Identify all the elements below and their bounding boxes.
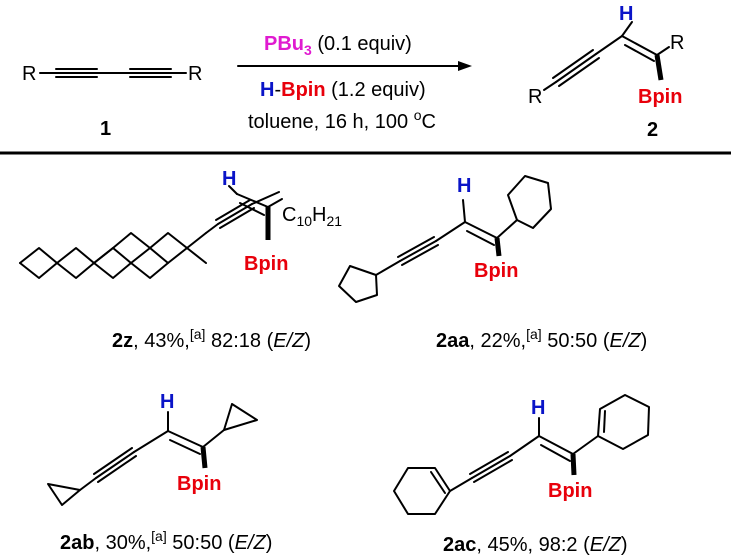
product-r-alkene: R [670, 32, 684, 54]
reactant-r-left: R [22, 63, 36, 85]
borane-label: H-Bpin (1.2 equiv) [260, 79, 426, 101]
product-bpin: Bpin [638, 86, 682, 108]
reaction-conditions: PBu3 (0.1 equiv) H-Bpin (1.2 equiv) tolu… [237, 33, 472, 133]
compound-2ac: H Bpin 2ac, 45%, 98:2 (E/Z) [393, 394, 650, 556]
2ab-caption: 2ab, 30%,[a] 50:50 (E/Z) [60, 528, 272, 554]
2z-caption: 2z, 43%,[a] 82:18 (E/Z) [112, 326, 311, 352]
conditions-label: toluene, 16 h, 100 oC [248, 107, 436, 133]
product-h-atom: H [619, 3, 633, 25]
product-number: 2 [647, 119, 658, 141]
2ab-h-atom: H [160, 391, 174, 413]
compound-2aa: H Bpin 2aa, 22%,[a] 50:50 (E/Z) [338, 175, 647, 352]
2z-bpin: Bpin [244, 253, 288, 275]
product-enyne: R H R Bpin 2 [528, 3, 684, 141]
reactant-diyne: R R 1 [22, 63, 202, 140]
2aa-h-atom: H [457, 175, 471, 197]
catalyst-label: PBu3 (0.1 equiv) [264, 33, 412, 58]
2ac-bpin: Bpin [548, 480, 592, 502]
reactant-number: 1 [100, 118, 111, 140]
2z-alkyl-substituent: C10H21 [282, 204, 342, 229]
product-r-alkyne: R [528, 86, 542, 108]
reactant-r-right: R [188, 63, 202, 85]
2ab-bpin: Bpin [177, 473, 221, 495]
2aa-caption: 2aa, 22%,[a] 50:50 (E/Z) [436, 326, 647, 352]
2aa-bpin: Bpin [474, 260, 518, 282]
2ac-h-atom: H [531, 397, 545, 419]
compound-2ab: H Bpin 2ab, 30%,[a] 50:50 (E/Z) [47, 391, 272, 554]
2ac-caption: 2ac, 45%, 98:2 (E/Z) [443, 534, 628, 556]
2z-h-atom: H [222, 168, 236, 190]
compound-2z: H C10H21 Bpin 2z, 43%,[a] 82:18 (E/Z) [19, 168, 342, 352]
